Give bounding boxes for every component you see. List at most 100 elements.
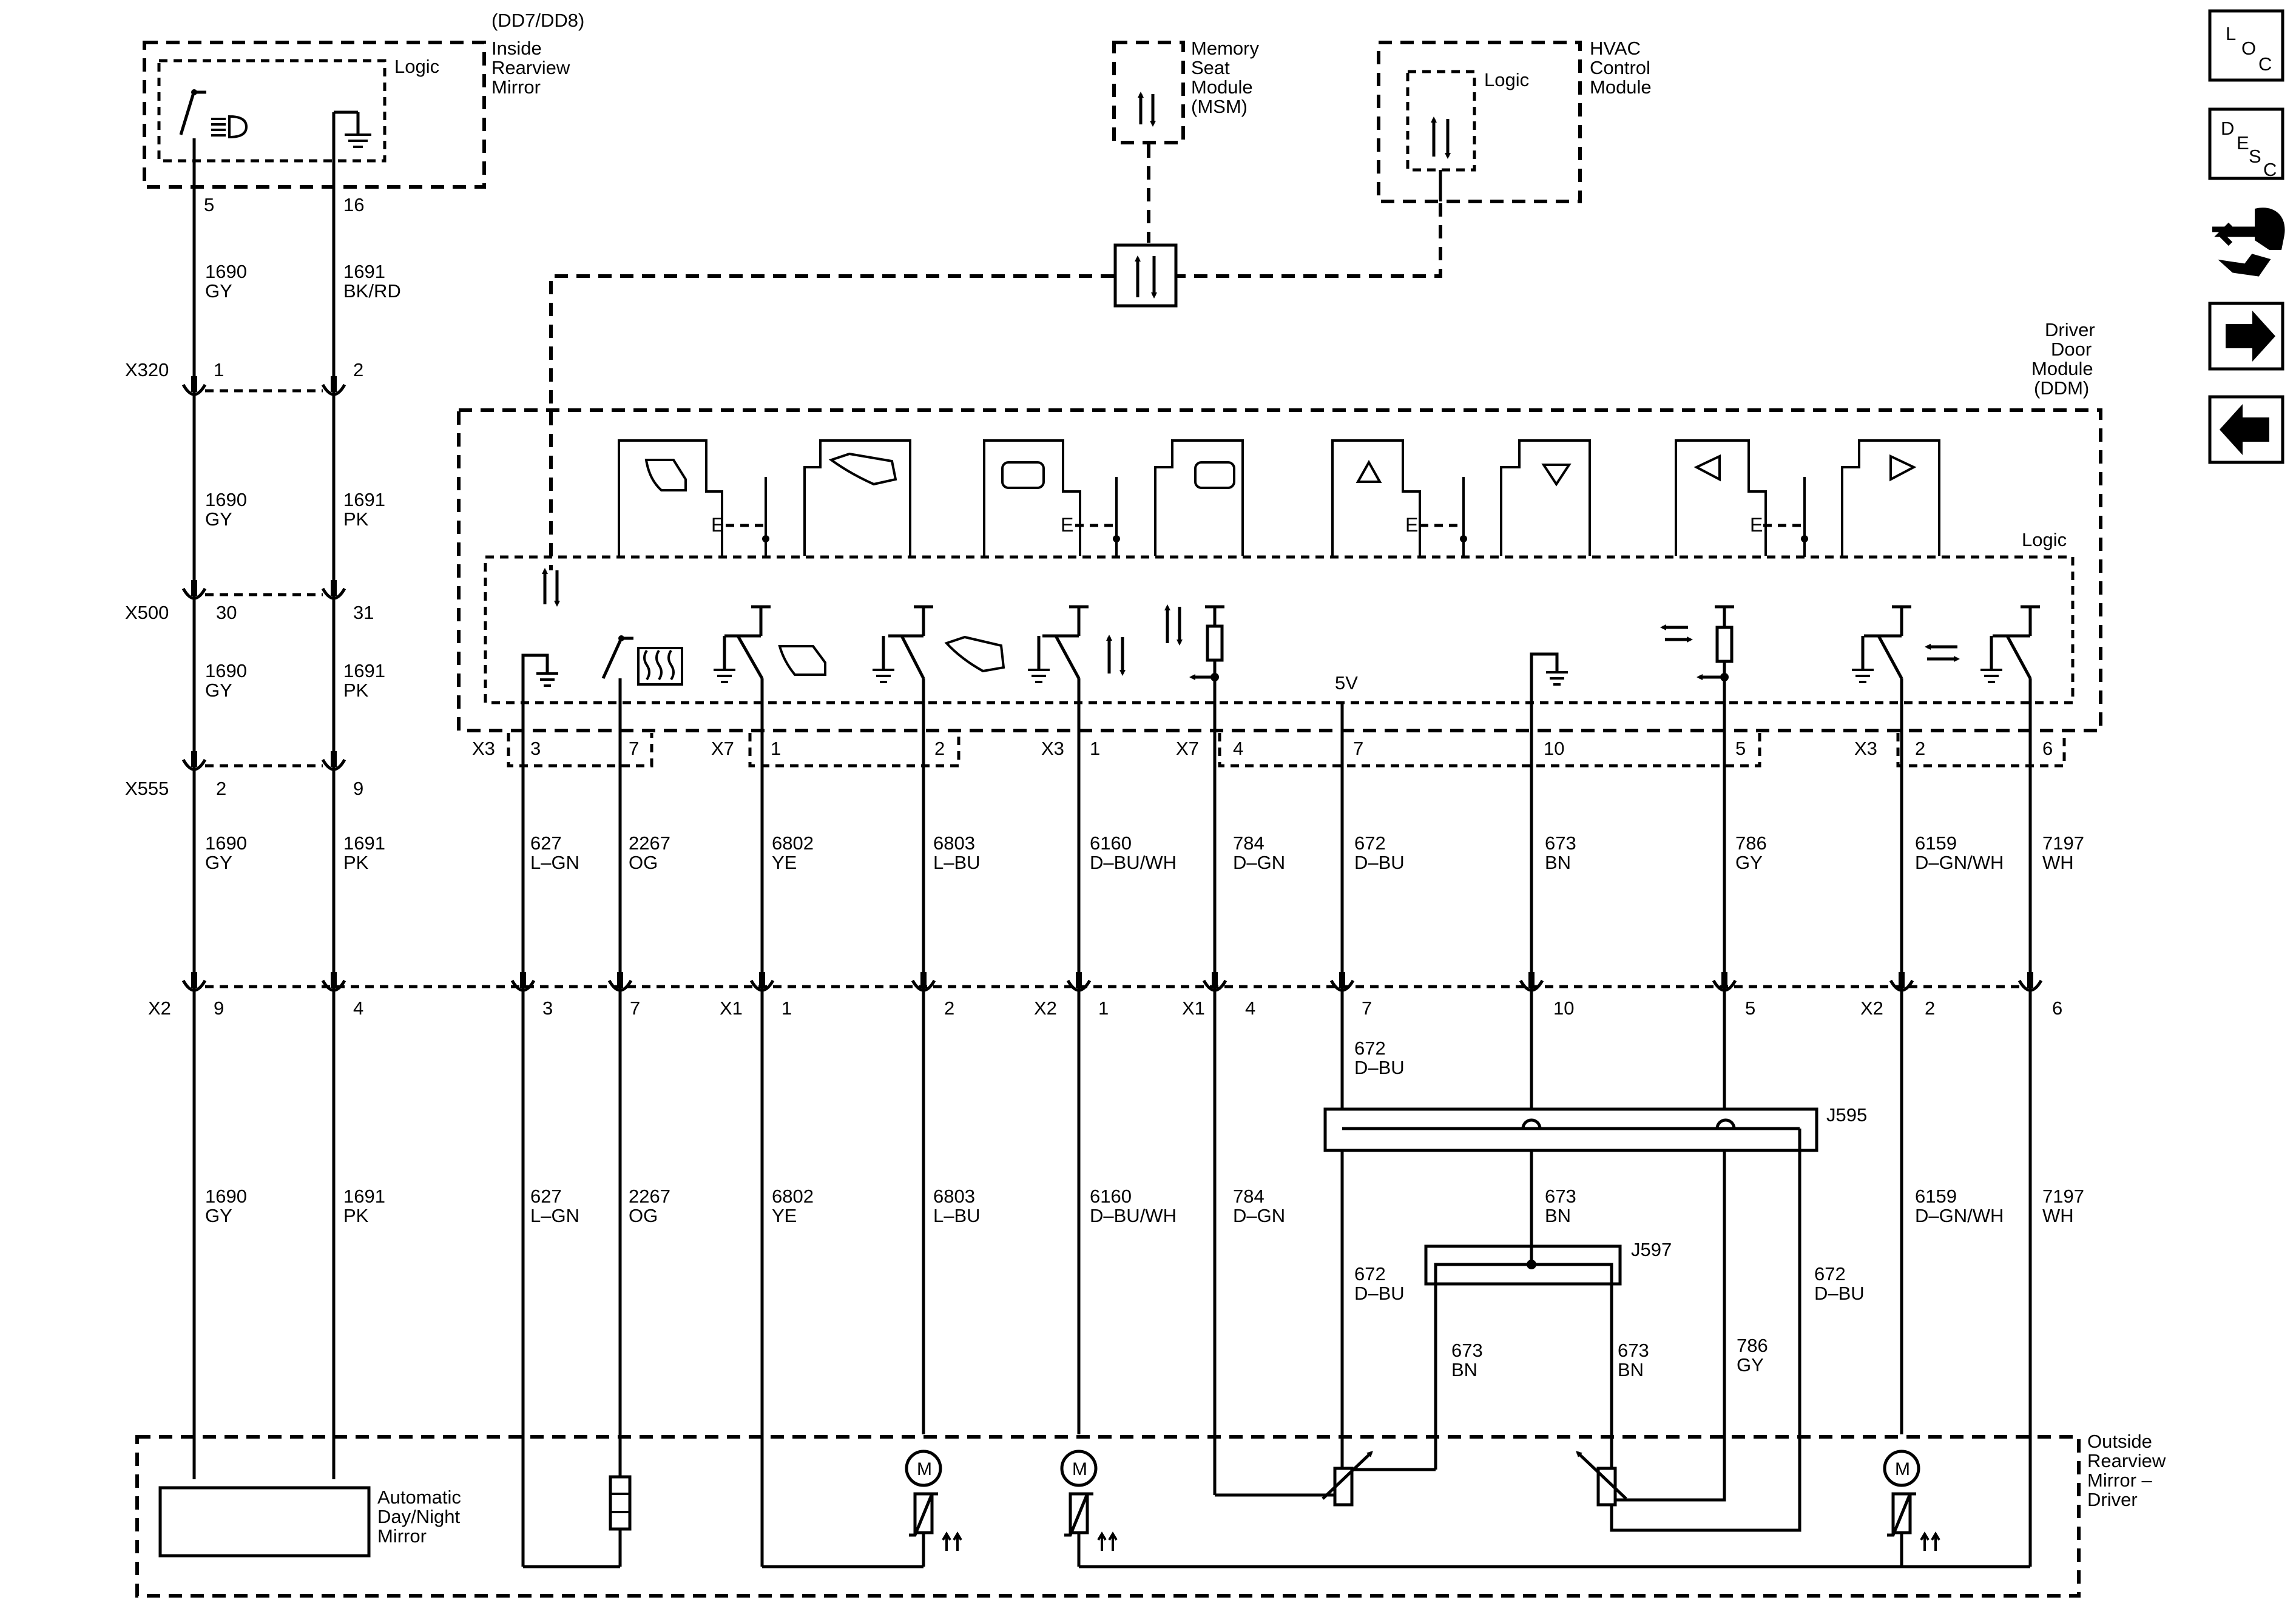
svg-text:784: 784: [1233, 832, 1264, 854]
inside-rearview-mirror-module: Logic (DD7/DD8) Inside Rearview Mirror: [143, 10, 584, 189]
inline-connector-symbol: [321, 751, 346, 771]
ground-icon: [334, 110, 371, 148]
conn-x7-label: X7: [1176, 738, 1199, 759]
switch-mirror-up: E: [1331, 439, 1467, 557]
svg-text:1690: 1690: [205, 1186, 247, 1207]
svg-text:9: 9: [214, 998, 224, 1019]
svg-text:7: 7: [1362, 998, 1372, 1019]
svg-text:D–BU: D–BU: [1814, 1283, 1865, 1304]
svg-text:1691: 1691: [343, 1186, 385, 1207]
mirror-fold-relay-2: [873, 605, 1005, 683]
svg-text:673: 673: [1451, 1340, 1483, 1361]
svg-text:2: 2: [1925, 998, 1935, 1019]
automatic-day-night-mirror: [158, 1486, 371, 1558]
mirror-horizontal-relay: [1852, 605, 1960, 683]
msm-name-4: (MSM): [1191, 96, 1248, 117]
svg-text:E: E: [711, 514, 724, 536]
svg-text:9: 9: [353, 778, 363, 799]
conn-x3-label: X3: [1041, 738, 1064, 759]
conn-x1-label: X1: [1182, 998, 1205, 1019]
svg-text:Driver: Driver: [2087, 1489, 2138, 1510]
hvac-name-1: HVAC: [1590, 38, 1641, 59]
svg-text:7: 7: [630, 998, 640, 1019]
location-button[interactable]: L O C: [2208, 9, 2284, 82]
svg-text:E: E: [1750, 514, 1763, 536]
inline-connector-symbol: [321, 580, 346, 600]
svg-text:O: O: [2241, 38, 2256, 59]
svg-text:1: 1: [1098, 998, 1109, 1019]
svg-text:BN: BN: [1618, 1359, 1644, 1380]
outside-rearview-mirror-module: Outside Rearview Mirror – Driver Automat…: [135, 1431, 2166, 1598]
svg-text:3: 3: [542, 998, 553, 1019]
svg-text:PK: PK: [343, 508, 369, 530]
inline-connector-symbol: [321, 972, 346, 992]
svg-text:Automatic: Automatic: [377, 1487, 461, 1508]
previous-button[interactable]: [2208, 395, 2284, 464]
svg-text:2267: 2267: [629, 832, 670, 854]
svg-text:PK: PK: [343, 680, 369, 701]
svg-text:L: L: [2226, 23, 2236, 44]
svg-text:Day/Night: Day/Night: [377, 1506, 460, 1527]
position-sensor-icon: [1215, 1451, 1373, 1507]
description-button[interactable]: D E S C: [2208, 107, 2284, 180]
mirror-variant-label: (DD7/DD8): [491, 10, 584, 31]
svg-text:6: 6: [2052, 998, 2062, 1019]
switch-icon: [179, 89, 206, 135]
svg-text:786: 786: [1737, 1335, 1768, 1356]
svg-text:L–GN: L–GN: [530, 852, 579, 873]
svg-text:31: 31: [353, 602, 374, 623]
splice-routing: [1215, 1129, 1801, 1532]
svg-text:YE: YE: [772, 852, 797, 873]
svg-text:BN: BN: [1545, 1205, 1571, 1226]
nav-column: L O C D E S C: [2208, 9, 2285, 464]
ddm-name-3: Module: [2031, 358, 2093, 379]
svg-text:786: 786: [1735, 832, 1767, 854]
svg-text:GY: GY: [1735, 852, 1763, 873]
pin: 5: [204, 194, 214, 215]
pin: 1: [1090, 738, 1100, 759]
defog-heater-icon: [637, 647, 683, 686]
switch-mirror-right: [1841, 439, 1940, 556]
svg-text:GY: GY: [1737, 1354, 1764, 1376]
svg-text:4: 4: [353, 998, 363, 1019]
svg-text:GY: GY: [205, 280, 232, 302]
svg-text:2: 2: [944, 998, 954, 1019]
svg-text:7197: 7197: [2042, 1186, 2084, 1207]
svg-text:673: 673: [1618, 1340, 1649, 1361]
pin: 2: [934, 738, 945, 759]
svg-text:D–BU/WH: D–BU/WH: [1090, 1205, 1177, 1226]
inside-mirror-name-3: Mirror: [491, 76, 541, 98]
svg-text:627: 627: [530, 832, 562, 854]
svg-text:2267: 2267: [629, 1186, 670, 1207]
pin: 16: [343, 194, 364, 215]
serial-data-icon: [542, 568, 560, 607]
svg-text:6159: 6159: [1915, 832, 1957, 854]
svg-text:2: 2: [216, 778, 226, 799]
serial-data-icon: [1431, 116, 1451, 159]
pin: 3: [530, 738, 541, 759]
serial-data-hub-icon: [1113, 243, 1178, 308]
ddm-name-1: Driver: [2045, 319, 2095, 340]
position-sensor-input-1: [1164, 604, 1224, 748]
connector-repair-button[interactable]: [2212, 208, 2285, 277]
svg-text:1691: 1691: [343, 832, 385, 854]
svg-text:784: 784: [1233, 1186, 1264, 1207]
right-arrow-icon: [1889, 454, 1917, 482]
svg-text:30: 30: [216, 602, 237, 623]
svg-text:672: 672: [1354, 832, 1386, 854]
splice-pack-j595: J595: [1323, 1104, 1867, 1152]
ground-icon: [521, 653, 558, 748]
logic-label: Logic: [394, 56, 439, 77]
svg-text:E: E: [2237, 132, 2249, 154]
conn-x2-label: X2: [148, 998, 171, 1019]
inline-connector-symbols: [181, 376, 2043, 992]
conn-x555-label: X555: [125, 778, 169, 799]
svg-text:D–GN/WH: D–GN/WH: [1915, 852, 2004, 873]
svg-text:D–BU/WH: D–BU/WH: [1090, 852, 1177, 873]
svg-text:GY: GY: [205, 508, 232, 530]
pin: 4: [1233, 738, 1243, 759]
svg-text:D–BU: D–BU: [1354, 1057, 1405, 1078]
svg-text:OG: OG: [629, 852, 658, 873]
next-button[interactable]: [2208, 302, 2284, 371]
pin: 1: [771, 738, 781, 759]
